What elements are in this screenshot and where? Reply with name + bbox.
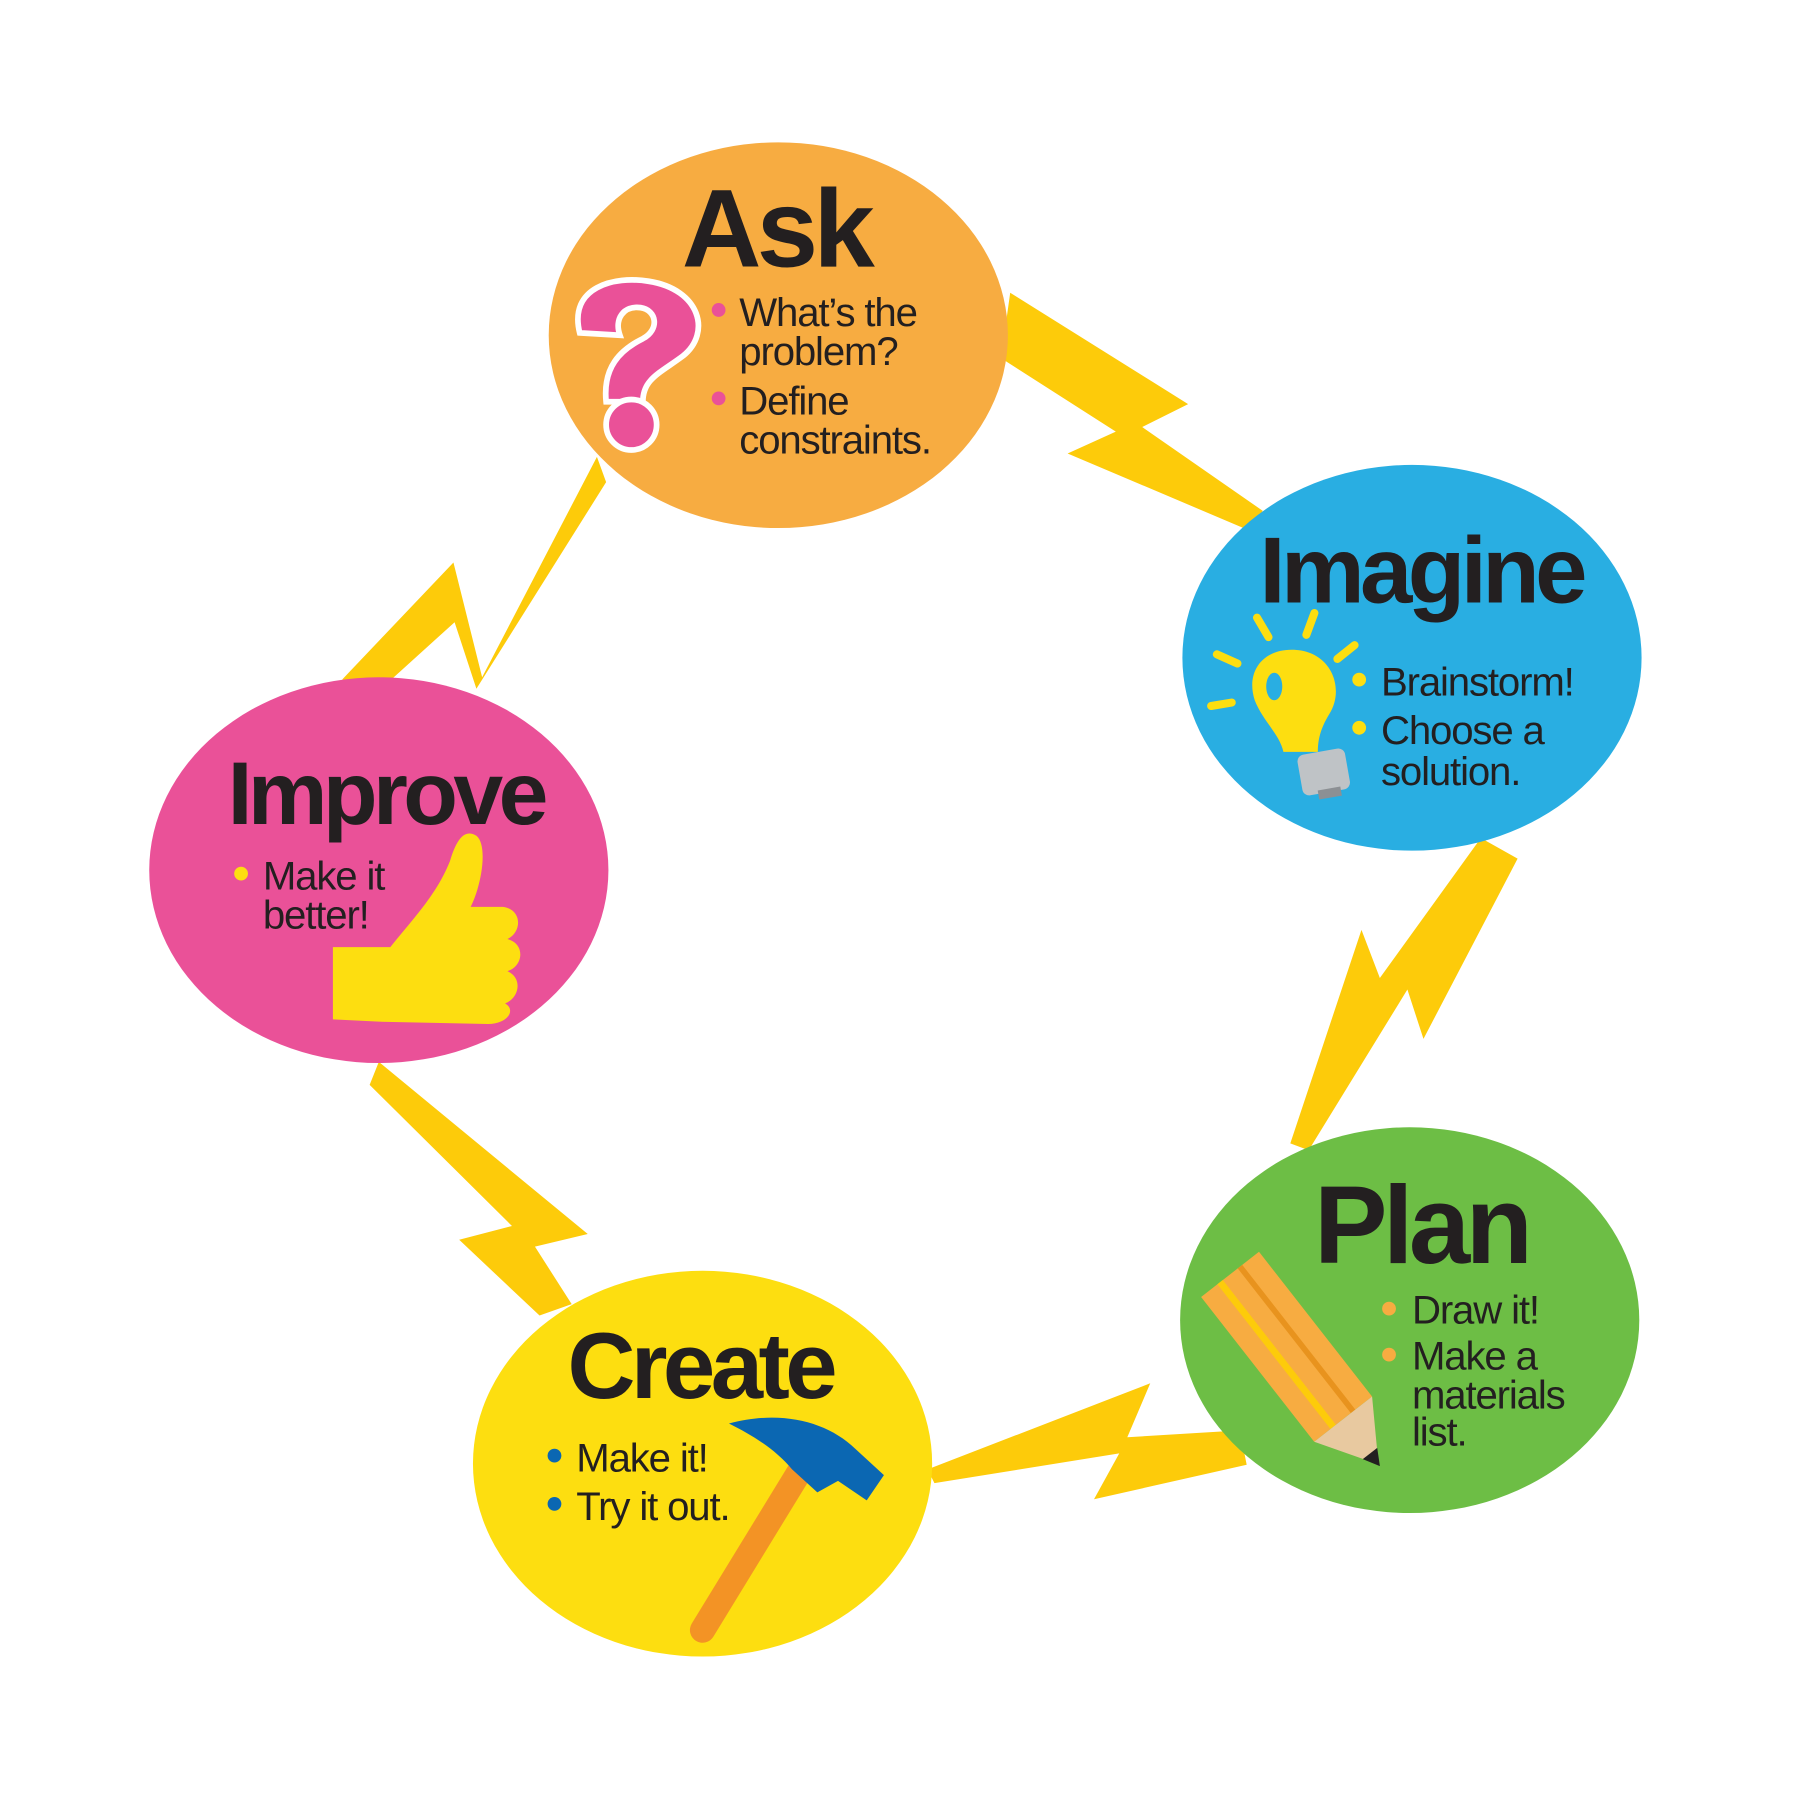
- bolt-imagine-to-plan: [1290, 838, 1518, 1151]
- step-plan: Plan Draw it! Make a materials list.: [1180, 1127, 1640, 1514]
- thumbs-up-icon: [332, 833, 521, 1024]
- bullet-text: problem?: [739, 329, 897, 374]
- bullet-text: Draw it!: [1412, 1288, 1539, 1333]
- step-improve: Improve Make it better!: [149, 677, 609, 1064]
- bullet-text: Try it out.: [576, 1484, 729, 1529]
- question-mark-icon: [575, 277, 702, 453]
- bullet-text: Make a: [1412, 1334, 1539, 1379]
- bullet-text: list.: [1412, 1409, 1467, 1454]
- step-title: Improve: [228, 743, 546, 843]
- bullet-dot: [711, 303, 726, 317]
- step-title: Plan: [1314, 1164, 1528, 1287]
- step-ask: Ask What’s the problem? Define constrain…: [548, 142, 1008, 529]
- bullet-text: constraints.: [739, 417, 931, 462]
- bullet-text: Brainstorm!: [1381, 660, 1574, 705]
- bullet-text: better!: [263, 893, 369, 938]
- bullet-text: Make it!: [576, 1436, 707, 1481]
- hammer-icon: [689, 1417, 884, 1643]
- step-create: Create Make it! Try it out.: [472, 1270, 933, 1657]
- step-imagine: Imagine Brainstorm! Choose a solution.: [1182, 464, 1642, 851]
- bullet-text: Make it: [263, 854, 385, 899]
- bullet-text: Define: [739, 378, 848, 423]
- bullet-text: Choose a: [1381, 708, 1546, 753]
- step-title: Imagine: [1259, 518, 1585, 623]
- step-title: Create: [568, 1313, 836, 1418]
- bullet-dot: [711, 391, 726, 406]
- bolt-ask-to-imagine: [1001, 292, 1263, 531]
- bolt-improve-to-ask: [342, 456, 607, 689]
- bullet-text: What’s the: [739, 290, 917, 335]
- bolt-plan-to-create: [927, 1383, 1247, 1500]
- pencil-icon: [1201, 1251, 1380, 1467]
- bullet-text: materials: [1412, 1373, 1565, 1418]
- bullet-text: solution.: [1381, 749, 1520, 794]
- bolt-create-to-improve: [369, 1061, 588, 1316]
- step-title: Ask: [682, 167, 876, 290]
- lightbulb-icon: [1207, 608, 1359, 800]
